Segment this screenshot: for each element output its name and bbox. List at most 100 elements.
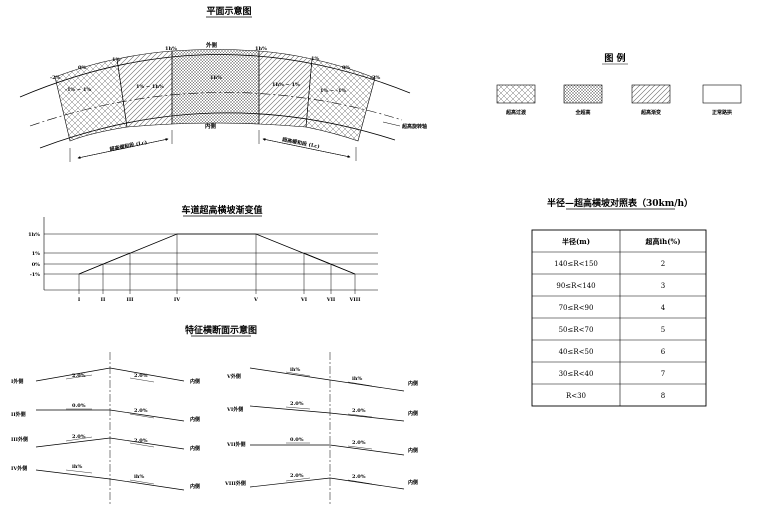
table-cell: 30≤R<40	[559, 370, 594, 378]
table-row: 40≤R<50 6	[559, 348, 666, 356]
section-label: III	[126, 297, 134, 303]
table-cell: R<30	[566, 392, 586, 400]
transition-label: 1h% ~ 1%	[272, 82, 300, 88]
section-id: III外侧	[11, 436, 28, 443]
slope-text: 0.0%	[72, 403, 86, 409]
table-cell: 7	[661, 370, 665, 378]
slope-text: 0.0%	[290, 437, 304, 443]
section-id: IV外侧	[11, 465, 27, 472]
table-cell: 4	[661, 304, 666, 312]
section-id: VIII外侧	[224, 480, 246, 487]
legend-label: 全超高	[574, 109, 590, 116]
slope-text: ih%	[72, 464, 83, 470]
table-title: 半径—超高横坡对照表（30km/h）	[547, 197, 693, 209]
table-header: 半径(m)	[562, 237, 590, 246]
dim-left-label: 超高缓和段 (Lc)	[108, 139, 148, 153]
slope-text: 2.0%	[72, 434, 86, 440]
plan-transition-labels: -1% ~ 1% 1% ~ 1h% 1h% 1h% ~ 1% 1% ~ -1%	[65, 75, 346, 94]
section-label: IV	[174, 297, 180, 303]
transition-label: 1h%	[210, 75, 222, 81]
inner-label: 内侧	[190, 378, 200, 385]
table-cell: 8	[661, 392, 665, 400]
table-cell: 40≤R<50	[559, 348, 594, 356]
inner-label: 内侧	[190, 416, 200, 423]
plan-title: 平面示意图	[206, 5, 251, 17]
section-id: I外侧	[11, 378, 23, 385]
profile-section-lines	[78, 234, 356, 294]
table-row: R<30 8	[566, 392, 665, 400]
section-id: II外侧	[11, 411, 26, 418]
rotation-axis-label: 超高旋转轴	[401, 123, 427, 130]
region-transition-right	[305, 58, 376, 142]
slope-label: 1h%	[165, 46, 177, 52]
table-header: 超高ih(%)	[645, 237, 680, 246]
legend-label: 超高渐变	[640, 109, 661, 116]
sections-title: 特征横断面示意图	[185, 324, 257, 336]
section-id: VII外侧	[226, 441, 246, 448]
legend-title: 图 例	[604, 52, 625, 64]
slope-text: 2.0%	[352, 474, 366, 480]
section-III: III外侧 2.0% 2.0% 内侧	[11, 434, 200, 452]
profile-section-labels: I II III IV V VI VII VIII	[78, 297, 361, 303]
section-VI: VI外侧 2.0% 2.0% 内侧	[226, 401, 418, 422]
profile-y-label: 1h%	[28, 232, 40, 238]
inner-side-label: 内侧	[205, 122, 217, 130]
legend-label: 正常路拱	[712, 109, 732, 116]
table-cell: 90≤R<140	[556, 282, 595, 290]
slope-text: ih%	[134, 474, 145, 480]
table-row: 70≤R<90 4	[559, 304, 666, 312]
section-IV: IV外侧 ih% ih% 内侧	[11, 464, 200, 491]
profile-y-label: 0%	[32, 262, 40, 268]
radius-table: 半径—超高横坡对照表（30km/h） 半径(m) 超高ih(%) 140≤R<1…	[531, 197, 707, 407]
legend-label: 超高过渡	[505, 109, 527, 116]
plan-slope-labels: -2% 0% 1% 1h% 1h% 1% 0% -2%	[50, 46, 381, 81]
slope-text: ih%	[290, 367, 301, 373]
section-label: II	[101, 297, 106, 303]
profile-title: 车道超高横坡渐变值	[181, 204, 262, 216]
table-row: 30≤R<40 7	[559, 370, 666, 378]
slope-label: 0%	[342, 65, 350, 71]
table-cell: 50≤R<70	[559, 326, 594, 334]
slope-text: 2.0%	[134, 373, 148, 379]
plan-regions	[54, 49, 376, 142]
slope-text: 2.0%	[134, 438, 148, 444]
section-V: V外侧 ih% ih% 内侧	[226, 367, 418, 392]
slope-text: 2.0%	[290, 401, 304, 407]
table-row: 50≤R<70 5	[559, 326, 666, 334]
legend-swatch-gradual	[631, 84, 671, 104]
table-cell: 6	[661, 348, 666, 356]
table-cell: 140≤R<150	[554, 260, 598, 268]
dim-right-label: 超高缓和段 (Lc)	[281, 136, 321, 150]
slope-label: -2%	[50, 75, 61, 81]
section-VIII: VIII外侧 2.0% 2.0% 内侧	[224, 473, 418, 490]
transition-label: 1% ~ -1%	[320, 88, 346, 94]
table-cell: 5	[661, 326, 665, 334]
section-label: VIII	[349, 297, 362, 303]
table-row: 90≤R<140 3	[556, 282, 665, 290]
section-label: I	[78, 297, 81, 303]
profile-y-label: -1%	[30, 272, 41, 278]
cross-sections: 特征横断面示意图 I外侧 2.0% 2.0% 内侧 II外侧 0.0% 2.0%…	[11, 324, 418, 505]
table-row: 140≤R<150 2	[554, 260, 665, 268]
profile-diagram: 车道超高横坡渐变值 1h% 1% 0% -1% I	[28, 204, 378, 303]
slope-text: ih%	[352, 376, 363, 382]
legend-swatch-full	[563, 84, 603, 104]
legend-swatch-transition	[496, 84, 536, 104]
slope-text: 2.0%	[352, 408, 366, 414]
rotation-axis-line	[29, 92, 403, 127]
plan-view: 平面示意图 -2% 0% 1% 1h% 1h% 1% 0% -2% -1% ~ …	[19, 5, 427, 162]
legend-swatch-normal	[702, 84, 742, 104]
section-label: V	[253, 297, 258, 303]
transition-label: 1% ~ 1h%	[136, 84, 164, 90]
table-cell: 3	[661, 282, 665, 290]
slope-label: -2%	[370, 75, 381, 81]
section-I: I外侧 2.0% 2.0% 内侧	[11, 367, 200, 385]
slope-label: 0%	[78, 65, 86, 71]
table-cell: 70≤R<90	[559, 304, 594, 312]
outer-edge-line	[19, 54, 411, 98]
region-transition-left	[54, 58, 128, 142]
section-id: VI外侧	[226, 406, 243, 413]
outer-side-label: 外侧	[206, 41, 218, 49]
inner-label: 内侧	[190, 445, 200, 452]
table-cell: 2	[661, 260, 665, 268]
